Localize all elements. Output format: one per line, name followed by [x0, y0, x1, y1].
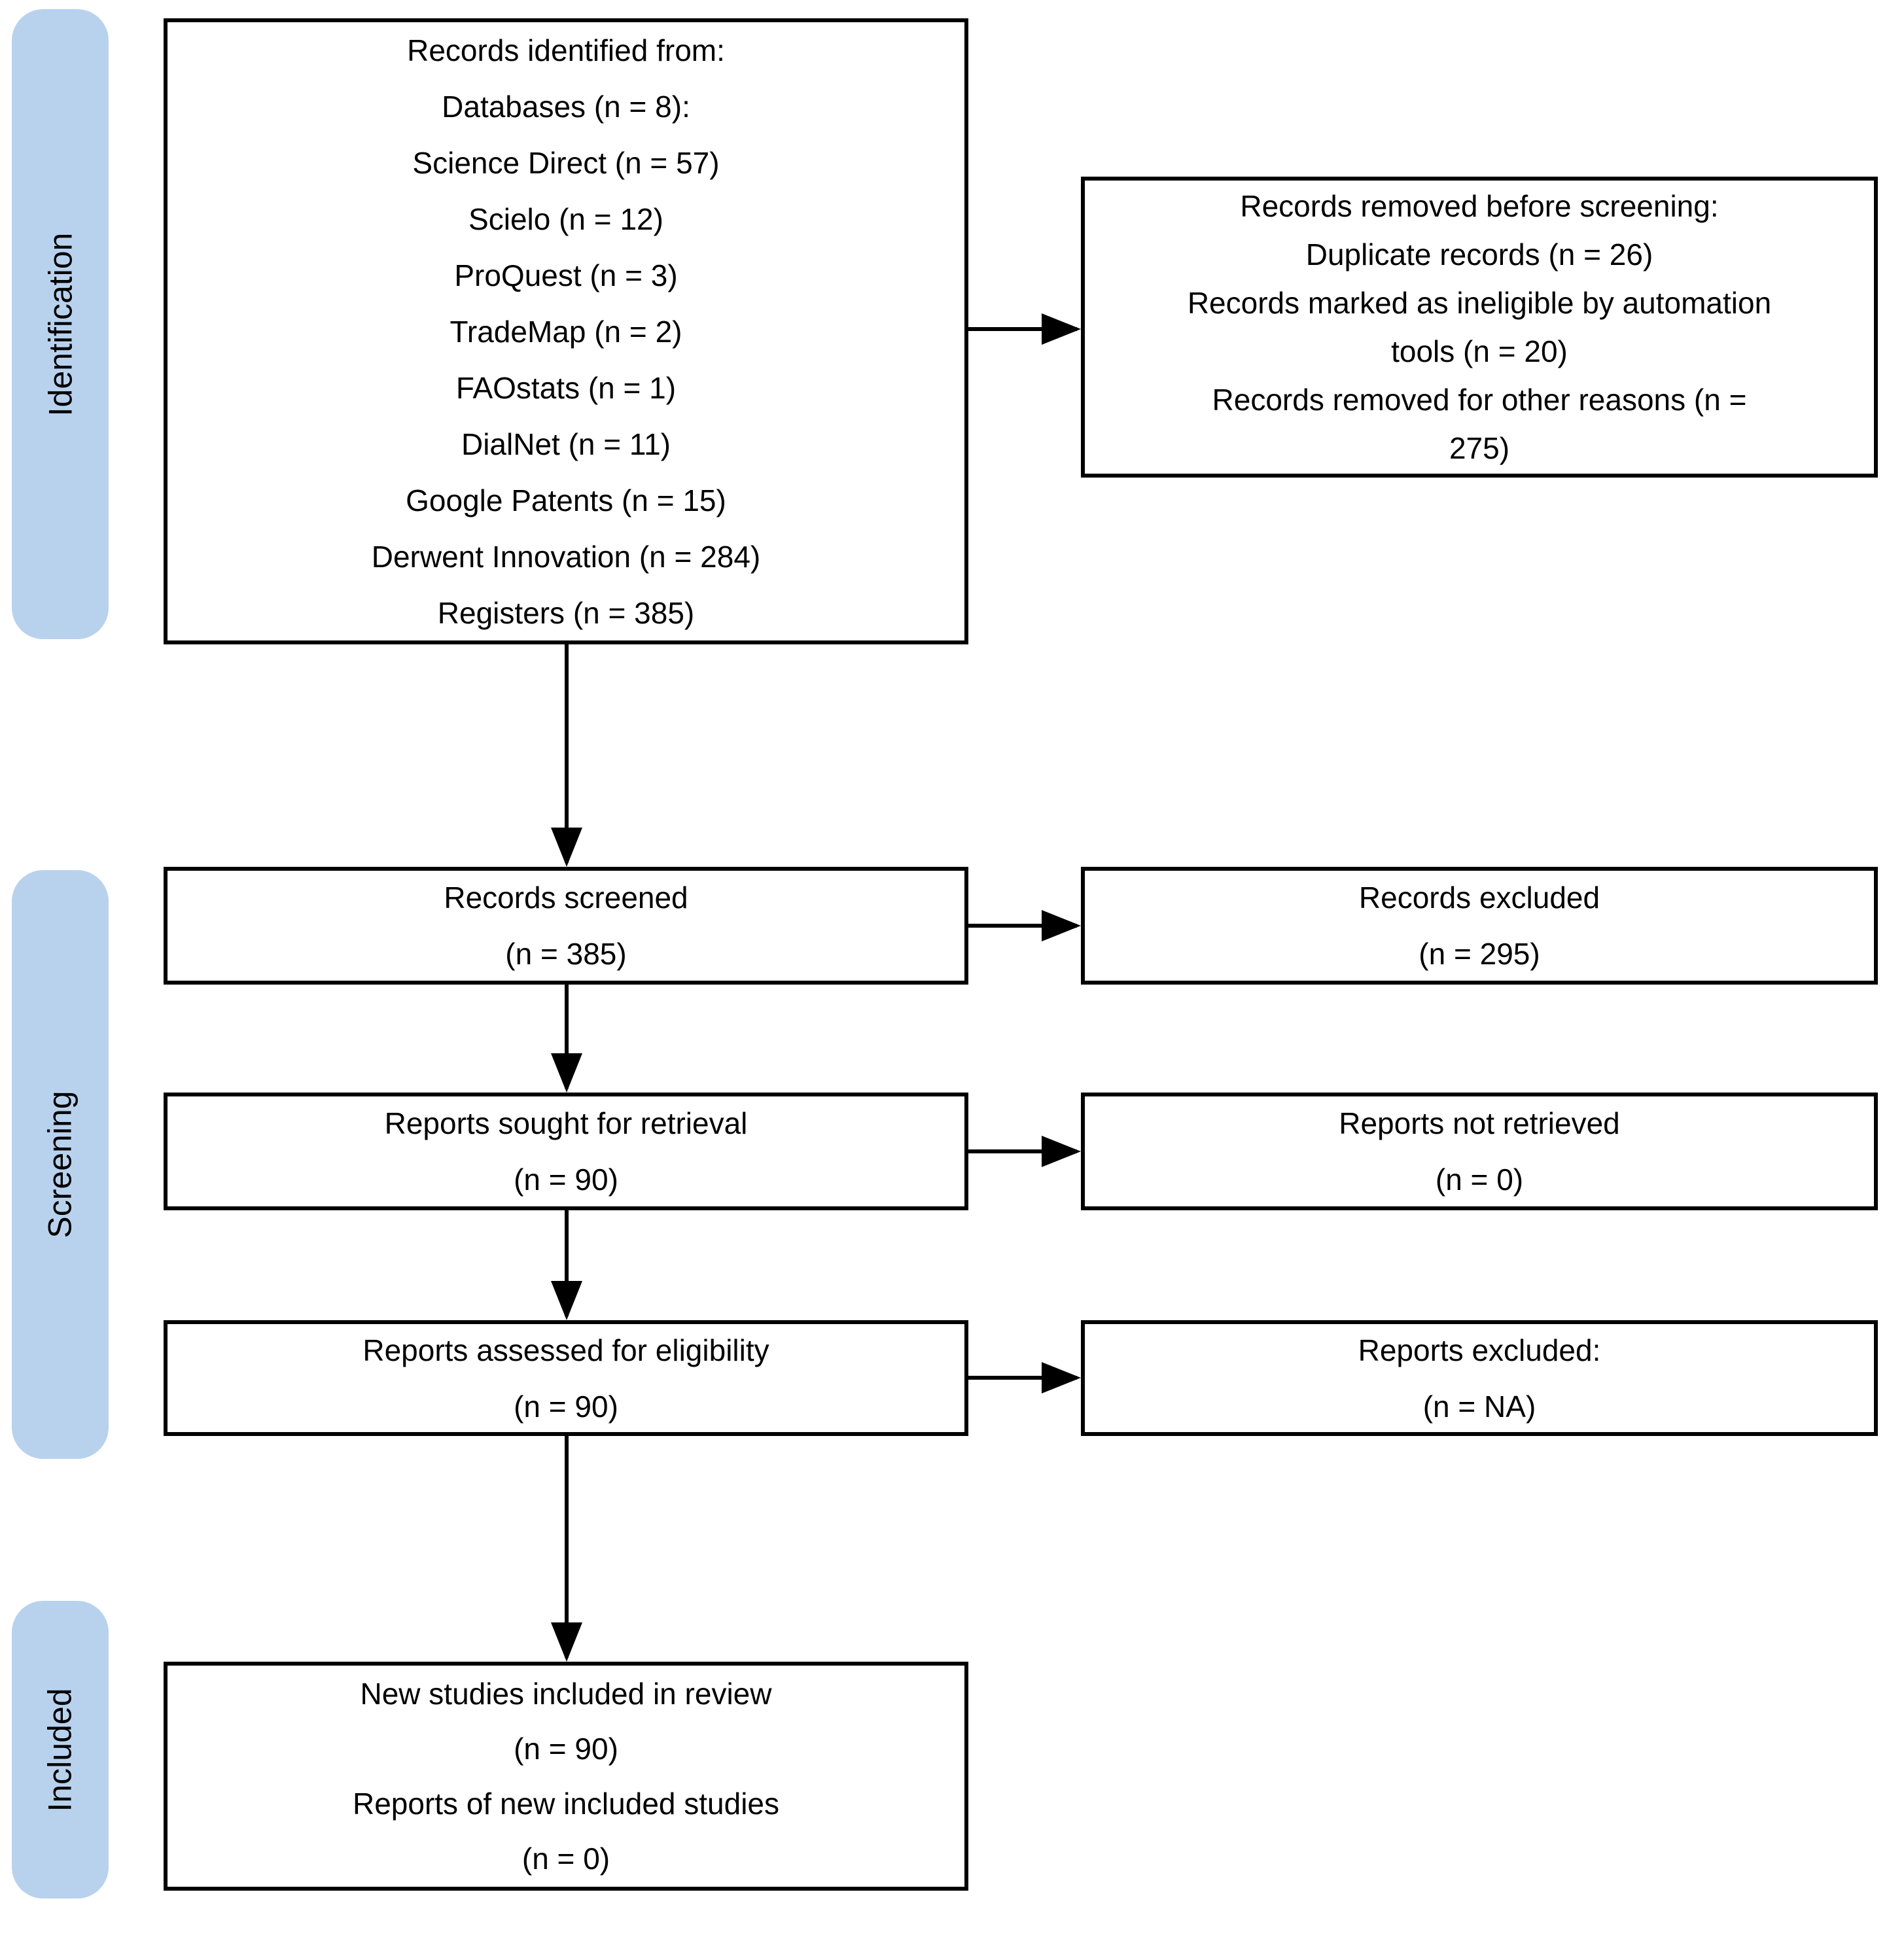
- box-new-studies-included: New studies included in review (n = 90) …: [164, 1662, 968, 1891]
- box-text-line: Registers (n = 385): [437, 595, 695, 630]
- box-text-line: Reports sought for retrieval: [384, 1106, 748, 1140]
- box-text-line: (n = 90): [514, 1163, 618, 1197]
- box-reports-sought: Reports sought for retrieval (n = 90): [164, 1093, 968, 1210]
- box-reports-not-retrieved: Reports not retrieved (n = 0): [1081, 1093, 1878, 1210]
- box-text-line: 275): [1449, 431, 1510, 465]
- box-text-line: Records marked as ineligible by automati…: [1187, 286, 1772, 320]
- box-text-line: (n = 90): [514, 1732, 618, 1766]
- box-text-line: TradeMap (n = 2): [450, 314, 682, 349]
- box-text-line: Records removed for other reasons (n =: [1212, 383, 1747, 417]
- box-text-line: Science Direct (n = 57): [412, 145, 720, 180]
- stage-pill-identification: Identification: [12, 9, 109, 639]
- box-text-line: Records identified from:: [407, 33, 725, 67]
- box-text-line: Derwent Innovation (n = 284): [371, 539, 761, 574]
- box-text-line: (n = 0): [1435, 1163, 1524, 1197]
- box-text-line: Records excluded: [1358, 881, 1600, 915]
- box-records-identified: Records identified from: Databases (n = …: [164, 18, 968, 644]
- box-text-line: Duplicate records (n = 26): [1305, 237, 1653, 271]
- box-text-line: Google Patents (n = 15): [406, 483, 726, 517]
- box-text-line: Reports assessed for eligibility: [362, 1333, 769, 1367]
- stage-label-identification: Identification: [42, 232, 79, 416]
- box-text-line: DialNet (n = 11): [461, 427, 671, 461]
- box-text-line: Records removed before screening:: [1240, 189, 1719, 223]
- box-reports-excluded: Reports excluded: (n = NA): [1081, 1320, 1878, 1436]
- box-text-line: New studies included in review: [360, 1677, 772, 1711]
- box-text-line: Scielo (n = 12): [468, 201, 663, 236]
- box-reports-assessed: Reports assessed for eligibility (n = 90…: [164, 1320, 968, 1436]
- box-text-line: Databases (n = 8):: [442, 89, 690, 124]
- box-text-line: Records screened: [444, 881, 688, 915]
- box-text-line: (n = 385): [505, 937, 627, 971]
- stage-pill-screening: Screening: [12, 870, 109, 1459]
- stage-pill-included: Included: [12, 1601, 109, 1899]
- box-text-line: (n = 90): [514, 1389, 618, 1424]
- box-text-line: ProQuest (n = 3): [454, 258, 678, 292]
- stage-label-included: Included: [42, 1687, 79, 1812]
- box-records-excluded: Records excluded (n = 295): [1081, 867, 1878, 985]
- box-text-line: Reports of new included studies: [352, 1787, 780, 1821]
- box-text-line: (n = 0): [521, 1842, 610, 1876]
- box-records-screened: Records screened (n = 385): [164, 867, 968, 985]
- box-text-line: Reports excluded:: [1358, 1333, 1601, 1367]
- box-text-line: Reports not retrieved: [1339, 1106, 1620, 1140]
- stage-label-screening: Screening: [42, 1091, 79, 1238]
- box-text-line: tools (n = 20): [1391, 334, 1568, 368]
- box-text-line: (n = 295): [1419, 937, 1540, 971]
- box-text-line: FAOstats (n = 1): [455, 370, 677, 405]
- box-records-removed-before-screening: Records removed before screening: Duplic…: [1081, 177, 1878, 478]
- box-text-line: (n = NA): [1422, 1389, 1536, 1424]
